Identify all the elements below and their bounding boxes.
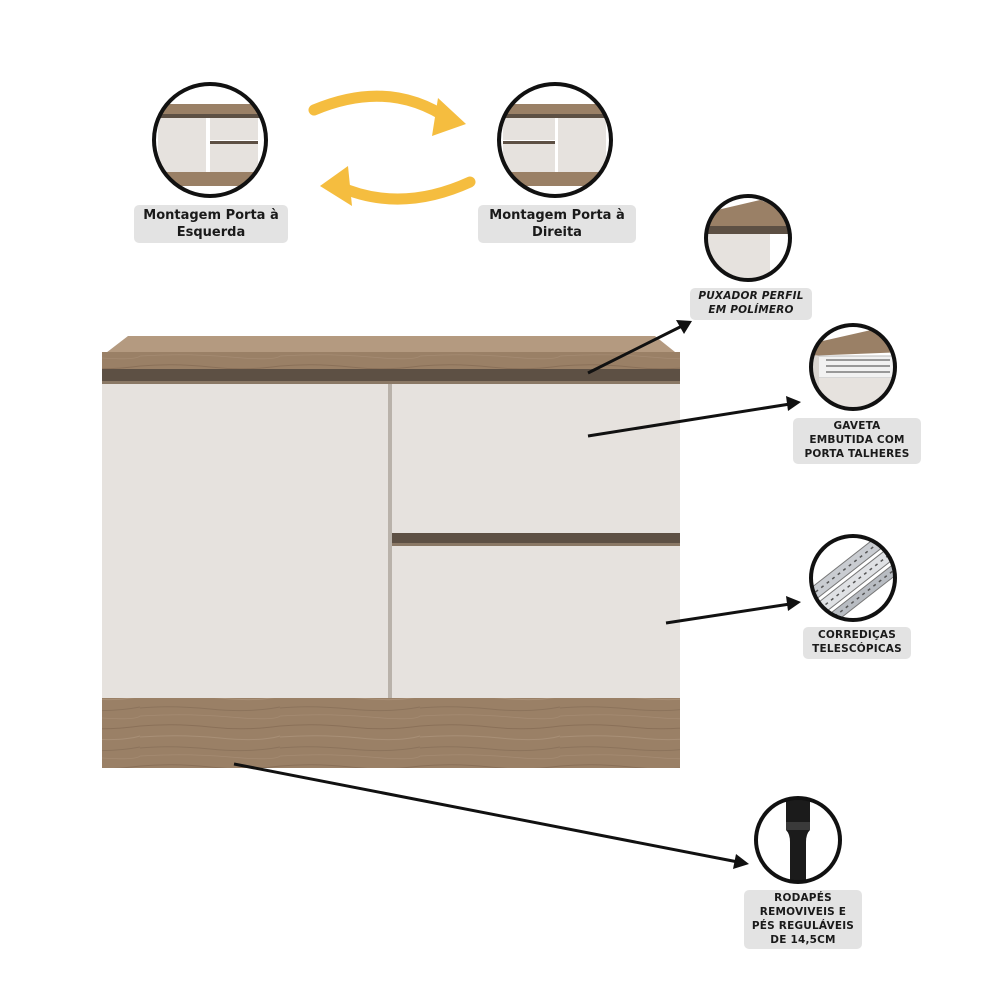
drawer-detail-thumbnail xyxy=(809,323,897,411)
slides-label: CORREDIÇAS TELESCÓPICAS xyxy=(803,627,911,659)
foot-detail-thumbnail xyxy=(754,796,842,884)
left-mount-label: Montagem Porta à Esquerda xyxy=(134,205,288,244)
right-mount-label: Montagem Porta à Direita xyxy=(478,205,636,244)
cabinet xyxy=(102,336,680,768)
pointer-arrow-icon xyxy=(233,320,801,869)
handle-label: PUXADOR PERFIL EM POLÍMERO xyxy=(690,288,812,320)
right-mount-thumbnail xyxy=(497,82,613,198)
drawer-label: GAVETA EMBUTIDA COM PORTA TALHERES xyxy=(793,418,921,464)
left-mount-thumbnail xyxy=(152,82,268,198)
feet-label: RODAPÉS REMOVIVEIS E PÉS REGULÁVEIS DE 1… xyxy=(744,890,862,950)
handle-detail-thumbnail xyxy=(704,194,792,282)
rotate-arrows-icon xyxy=(308,90,476,206)
baseboard xyxy=(102,698,680,768)
slides-detail-thumbnail xyxy=(809,534,897,622)
countertop xyxy=(102,352,680,369)
top-drawer xyxy=(392,384,680,533)
bottom-drawer xyxy=(392,546,680,698)
left-door xyxy=(102,384,388,698)
